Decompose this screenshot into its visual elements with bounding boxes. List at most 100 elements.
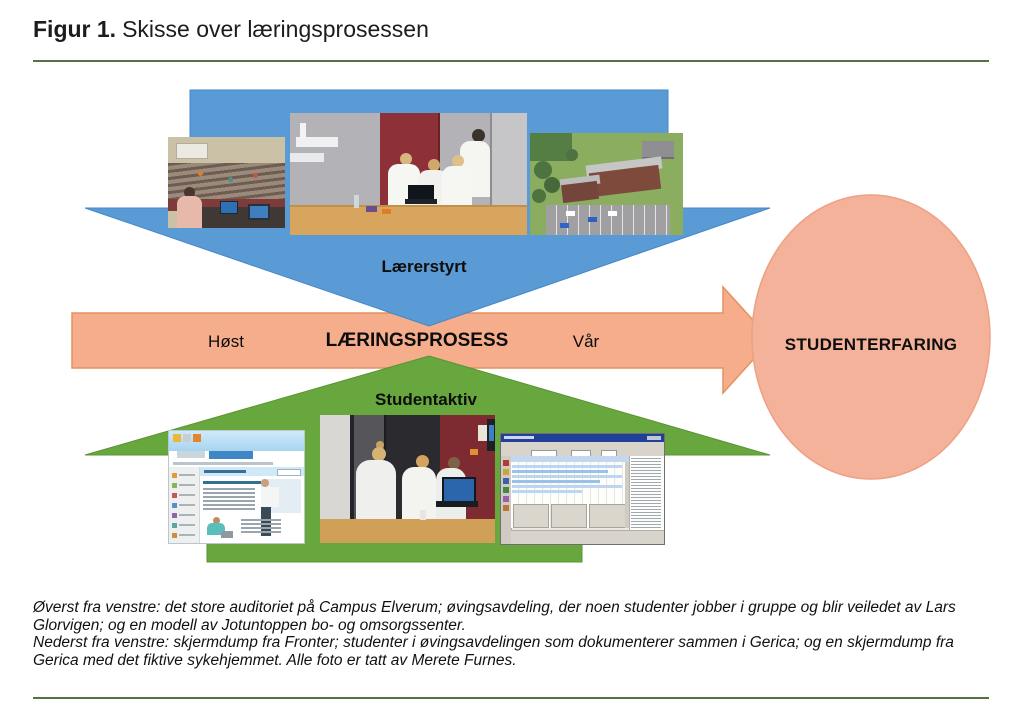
- figure-caption: Øverst fra venstre: det store auditoriet…: [33, 599, 989, 669]
- window-title-text: [504, 436, 534, 439]
- app-icon: [503, 505, 509, 511]
- grid-row: [512, 490, 582, 493]
- sidebar-icon: [172, 503, 177, 508]
- car: [566, 211, 575, 216]
- toolbar-icon: [183, 434, 191, 442]
- outcome-ellipse-shape: [751, 194, 991, 480]
- student-head: [452, 155, 464, 167]
- fronter-header: [169, 431, 304, 451]
- sidebar-text: [179, 474, 195, 476]
- outcome-label: STUDENTERFARING: [784, 335, 958, 354]
- lecturer-body: [177, 196, 202, 228]
- sidebar-icon: [172, 523, 177, 528]
- caption-line: Øverst fra venstre: det store auditoriet…: [33, 599, 956, 616]
- student-head: [448, 457, 460, 469]
- sidebar-icon: [172, 483, 177, 488]
- sidebar-text: [179, 484, 195, 486]
- caption-line: Glorvigen; og en modell av Jotuntoppen b…: [33, 616, 466, 634]
- lecturer-head: [184, 187, 195, 198]
- sidebar-text: [179, 494, 195, 496]
- notes-box: [589, 504, 627, 528]
- app-icon: [503, 469, 509, 475]
- photo-auditorium: [168, 137, 285, 228]
- student-head: [428, 159, 440, 171]
- student-head: [400, 153, 412, 165]
- fronter-sidebar: [169, 467, 200, 543]
- background-student: [300, 123, 306, 139]
- sidebar-text: [179, 504, 195, 506]
- student-head: [372, 447, 386, 461]
- student-body: [442, 166, 472, 206]
- car: [588, 217, 597, 222]
- window-buttons: [647, 436, 661, 440]
- laptop-base: [405, 199, 437, 204]
- notes-box: [551, 504, 587, 528]
- photo-dokumenterer-gerica: [320, 415, 495, 543]
- caption-line: Gerica med det fiktive sykehjemmet. Alle…: [33, 651, 517, 669]
- sidebar-text: [179, 524, 195, 526]
- laptop-screen: [408, 185, 434, 199]
- parking-lot: [546, 205, 670, 235]
- grid-header: [511, 456, 629, 462]
- app-icon: [503, 487, 509, 493]
- toolbar-icon: [193, 434, 201, 442]
- grid-row: [512, 480, 600, 483]
- figure-caption-text: Skisse over læringsprosessen: [122, 16, 429, 42]
- photo-ovingsavdeling: [290, 113, 527, 235]
- student-hair-bun: [376, 441, 384, 449]
- student-head: [416, 455, 429, 468]
- laptop-screen: [442, 477, 476, 505]
- wall-note: [470, 449, 478, 455]
- toolbar-icon: [173, 434, 181, 442]
- laptop-base: [436, 501, 478, 507]
- figure-title: Figur 1.Skisse over læringsprosessen: [33, 16, 429, 43]
- pencil-case: [366, 206, 377, 212]
- content-header: [200, 467, 304, 476]
- screenshot-fronter: [168, 430, 305, 544]
- audience-dot: [198, 171, 203, 176]
- doctor-head: [261, 479, 269, 487]
- bottom-divider-rule: [33, 697, 989, 699]
- doctor-illustration: [261, 479, 301, 536]
- caption-line: Nederst fra venstre: skjermdump fra Fron…: [33, 634, 954, 651]
- body-text-lines: [241, 519, 281, 535]
- body-text-lines: [203, 488, 255, 510]
- grid-row: [512, 465, 622, 468]
- person-head: [213, 517, 220, 524]
- grid-row: [512, 470, 608, 473]
- process-right-label: Vår: [572, 332, 600, 351]
- process-arrow-shape: [71, 285, 773, 395]
- student-body: [402, 467, 436, 520]
- notes-box: [513, 504, 549, 528]
- person-laptop: [221, 531, 233, 538]
- tree: [566, 149, 578, 161]
- audience-dot: [253, 173, 258, 178]
- app-icon: [503, 478, 509, 484]
- window-titlebar: [501, 434, 664, 442]
- tree-cluster: [530, 133, 572, 161]
- scrollbar: [625, 462, 629, 528]
- grid-row: [512, 485, 622, 488]
- student-body: [356, 460, 396, 520]
- active-tab: [209, 451, 253, 459]
- sidebar-text: [179, 534, 195, 536]
- hospital-bed: [296, 137, 338, 147]
- student-arrow-label: Studentaktiv: [374, 390, 478, 409]
- car: [560, 223, 569, 228]
- tree: [544, 177, 560, 193]
- search-box: [277, 469, 301, 476]
- tree: [532, 189, 546, 203]
- cup: [420, 510, 426, 520]
- teacher-head: [472, 129, 485, 142]
- sidebar-icon: [172, 493, 177, 498]
- wall-monitor-screen: [489, 425, 494, 441]
- content-header-text: [204, 470, 246, 473]
- building-wall: [561, 180, 599, 204]
- teacher-arrow-label: Lærerstyrt: [381, 257, 467, 276]
- work-table: [290, 205, 527, 235]
- audience-dot: [228, 177, 233, 182]
- monitor-screen: [248, 204, 270, 220]
- person-body: [207, 523, 225, 535]
- process-left-label: Høst: [208, 332, 244, 351]
- sidebar-icon: [172, 533, 177, 538]
